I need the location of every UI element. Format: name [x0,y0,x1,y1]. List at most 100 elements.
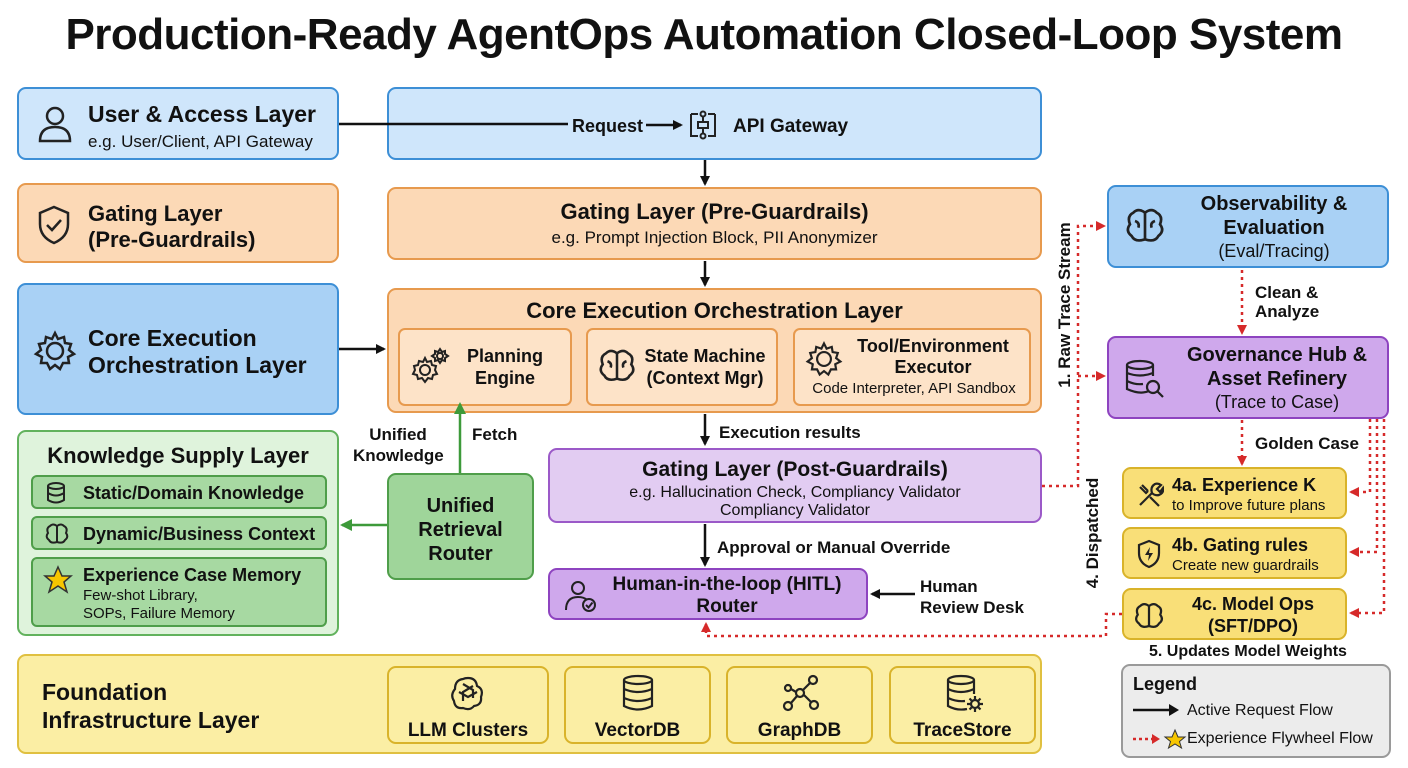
user-layer-title: User & Access Layer [88,101,317,127]
planning-label: Planning [467,346,543,366]
knowledge-item-static: Static/Domain Knowledge [31,475,327,509]
model-ops-box: 4c. Model Ops (SFT/DPO) [1122,588,1347,640]
unified-retrieval-router: Unified Retrieval Router [387,473,534,580]
api-gateway-panel: Request API Gateway [387,87,1042,160]
experience-k-subtitle: to Improve future plans [1172,497,1326,514]
router-label-2: Retrieval [418,519,503,541]
shield-bolt-icon [1136,539,1162,569]
knowledge-item-experience: Experience Case Memory Few-shot Library,… [31,557,327,627]
clean-label: Clean & [1255,283,1319,302]
gating-layer-title: Gating Layer [88,201,223,226]
page-title: Production-Ready AgentOps Automation Clo… [65,10,1343,59]
model-ops-title: 4c. Model Ops [1191,594,1315,614]
gears-icon [410,346,450,386]
knowledge-item-sub: Few-shot Library, [83,587,198,604]
hitl-router: Human-in-the-loop (HITL) Router [548,568,868,620]
database-icon [45,482,67,504]
pre-guardrails-subtitle: e.g. Prompt Injection Block, PII Anonymi… [551,228,878,247]
llm-clusters: LLM Clusters [387,666,549,744]
foundation-title: Foundation [42,679,168,705]
brain-icon [1125,207,1165,245]
state-machine: State Machine (Context Mgr) [586,328,778,406]
core-execution-legend: Core Execution Orchestration Layer [17,283,339,415]
observability-label-2: Evaluation [1223,217,1325,239]
router-label-3: Router [428,543,493,565]
vectordb: VectorDB [564,666,711,744]
foundation-title-2: Infrastructure Layer [42,707,260,733]
tool-subtitle: Code Interpreter, API Sandbox [812,380,1016,397]
approval-label: Approval or Manual Override [717,538,951,557]
hitl-label: Human-in-the-loop (HITL) [612,574,842,595]
knowledge-item-label: Dynamic/Business Context [83,524,316,544]
gating-rules-subtitle: Create new guardrails [1172,557,1319,574]
state-machine-label: State Machine [644,346,766,366]
legend: Legend Active Request Flow Experience Fl… [1121,664,1391,758]
foundation-item-label: LLM Clusters [407,720,529,741]
legend-active-label: Active Request Flow [1187,702,1333,719]
gating-layer-title-2: (Pre-Guardrails) [88,227,256,252]
tools-icon [1136,481,1164,509]
raw-trace-label: 1. Raw Trace Stream [1055,222,1074,388]
updates-weights-label: 5. Updates Model Weights [1149,643,1347,660]
human-review-label-2: Review Desk [920,598,1024,617]
foundation-layer: Foundation Infrastructure Layer LLM Clus… [17,654,1042,754]
state-machine-label-2: (Context Mgr) [646,368,764,388]
fetch-label: Fetch [472,425,518,444]
gear-icon [805,340,843,378]
arrow-to-4a [1349,419,1372,497]
brain-icon [45,523,69,545]
user-icon [37,105,73,143]
model-ops-title-2: (SFT/DPO) [1208,616,1298,636]
tool-executor: Tool/Environment Executor Code Interpret… [793,328,1031,406]
gear-icon [33,329,77,373]
core-execution-title: Core Execution Orchestration Layer [526,298,903,323]
brain-icon [598,348,636,384]
graph-icon [782,674,820,712]
golden-case-label: Golden Case [1255,434,1359,453]
graphdb: GraphDB [726,666,873,744]
governance-label: Governance Hub & [1186,344,1368,366]
core-legend-title-2: Orchestration Layer [88,352,307,378]
knowledge-item-sub: SOPs, Failure Memory [83,605,235,622]
post-guardrails-subtitle: e.g. Hallucination Check, Compliancy Val… [629,484,961,501]
hitl-label-2: Router [696,596,758,617]
foundation-item-label: VectorDB [594,720,681,741]
unified-knowledge-label: Unified [369,425,427,444]
shield-check-icon [37,205,71,245]
api-gateway-label: API Gateway [733,116,849,137]
brain-icon [1134,602,1164,630]
planning-engine: Planning Engine [398,328,572,406]
pre-guardrails-title: Gating Layer (Pre-Guardrails) [560,199,869,224]
human-review-label: Human [920,577,978,596]
post-guardrails-title: Gating Layer (Post-Guardrails) [642,458,948,481]
legend-flywheel-label: Experience Flywheel Flow [1187,730,1373,747]
legend-title: Legend [1133,674,1198,694]
execution-results-label: Execution results [719,423,861,442]
core-execution-layer: Core Execution Orchestration Layer Plann… [387,288,1042,413]
legend-flywheel-arrow [1131,728,1191,755]
governance-label-2: Asset Refinery [1206,368,1348,390]
database-icon [621,674,655,712]
experience-k-box: 4a. Experience K to Improve future plans [1122,467,1347,519]
foundation-item-label: TraceStore [913,720,1012,741]
dispatched-label: 4. Dispatched [1083,477,1102,589]
post-guardrails-layer: Gating Layer (Post-Guardrails) e.g. Hall… [548,448,1042,523]
knowledge-item-label: Static/Domain Knowledge [83,483,305,503]
observability-label-3: (Eval/Tracing) [1218,241,1330,261]
knowledge-supply-layer: Knowledge Supply Layer Static/Domain Kno… [17,430,339,636]
knowledge-item-label: Experience Case Memory [83,565,302,585]
gating-rules-title: 4b. Gating rules [1172,535,1309,555]
knowledge-item-dynamic: Dynamic/Business Context [31,516,327,550]
gating-layer-legend: Gating Layer (Pre-Guardrails) [17,183,339,263]
post-guardrails-subtitle-2: Compliancy Validator [720,502,870,519]
tool-label-2: Executor [894,357,972,377]
database-gear-icon [945,674,985,714]
legend-active-arrow [1131,702,1181,723]
user-access-layer: User & Access Layer e.g. User/Client, AP… [17,87,339,160]
governance-label-3: (Trace to Case) [1214,392,1340,412]
planning-label-2: Engine [474,368,535,388]
governance-hub: Governance Hub & Asset Refinery (Trace t… [1107,336,1389,419]
openai-icon [449,674,487,712]
observability-label: Observability & [1200,193,1348,215]
pre-guardrails-layer: Gating Layer (Pre-Guardrails) e.g. Promp… [387,187,1042,260]
